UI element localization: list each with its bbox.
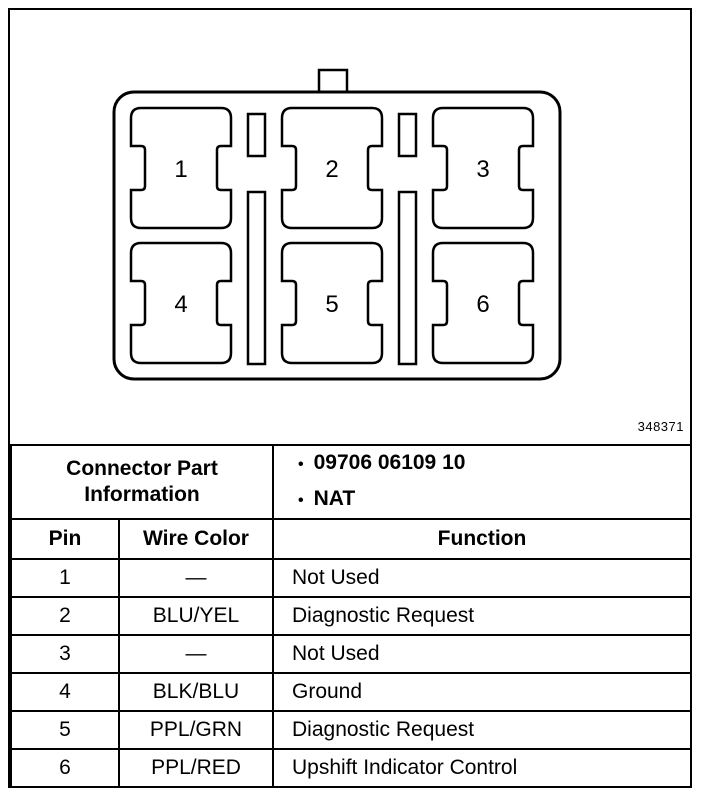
function-cell: Not Used <box>272 558 692 598</box>
pin-cavity-6 <box>431 241 535 365</box>
header-pin: Pin <box>10 518 120 560</box>
connector-part-number: 09706 06109 10 <box>314 446 690 482</box>
wire-color-cell: PPL/GRN <box>118 710 274 750</box>
wire-color-cell: BLU/YEL <box>118 596 274 636</box>
table-row: 6 PPL/RED Upshift Indicator Control <box>10 748 692 788</box>
function-cell: Diagnostic Request <box>272 710 692 750</box>
table-row: 5 PPL/GRN Diagnostic Request <box>10 710 692 750</box>
pin-cavity-2 <box>280 106 384 230</box>
pin-number-label: 4 <box>174 291 187 318</box>
pin-cell: 3 <box>10 634 120 674</box>
function-cell: Upshift Indicator Control <box>272 748 692 788</box>
connector-part-label: Connector Part Information <box>10 444 274 520</box>
pin-number-label: 6 <box>476 291 489 318</box>
connector-part-values: 09706 06109 10 NAT <box>272 444 692 520</box>
wire-color-cell: BLK/BLU <box>118 672 274 712</box>
pin-number-label: 3 <box>476 156 489 183</box>
connector-info-table: Connector Part Information 09706 06109 1… <box>10 444 692 788</box>
connector-part-row: Connector Part Information 09706 06109 1… <box>10 444 692 520</box>
pin-cell: 5 <box>10 710 120 750</box>
pin-number-label: 2 <box>325 156 338 183</box>
connector-lock-tab <box>317 68 349 94</box>
function-cell: Diagnostic Request <box>272 596 692 636</box>
connector-part-color: NAT <box>314 482 690 518</box>
table-row: 4 BLK/BLU Ground <box>10 672 692 712</box>
pin-cavity-5 <box>280 241 384 365</box>
table-row: 1 — Not Used <box>10 558 692 598</box>
pin-cavity-4 <box>129 241 233 365</box>
table-row: 2 BLU/YEL Diagnostic Request <box>10 596 692 636</box>
connector-part-label-line2: Information <box>84 483 200 506</box>
wire-color-cell: — <box>118 558 274 598</box>
pin-number-label: 1 <box>174 156 187 183</box>
pin-cell: 4 <box>10 672 120 712</box>
table-row: 3 — Not Used <box>10 634 692 674</box>
wire-color-cell: PPL/RED <box>118 748 274 788</box>
connector-diagram: 1 2 3 4 5 6 348371 <box>10 10 690 444</box>
function-cell: Not Used <box>272 634 692 674</box>
pin-cavity-1 <box>129 106 233 230</box>
wire-color-cell: — <box>118 634 274 674</box>
function-cell: Ground <box>272 672 692 712</box>
pin-cell: 1 <box>10 558 120 598</box>
pin-cavity-3 <box>431 106 535 230</box>
pin-number-label: 5 <box>325 291 338 318</box>
pin-cell: 2 <box>10 596 120 636</box>
header-wire-color: Wire Color <box>118 518 274 560</box>
connector-part-label-line1: Connector Part <box>66 457 218 480</box>
diagram-id-label: 348371 <box>637 419 684 434</box>
table-header-row: Pin Wire Color Function <box>10 518 692 560</box>
keying-slot-upper-left <box>246 112 267 158</box>
keying-slot-lower-left <box>246 190 267 366</box>
pin-cell: 6 <box>10 748 120 788</box>
keying-slot-upper-right <box>397 112 418 158</box>
header-function: Function <box>272 518 692 560</box>
keying-slot-lower-right <box>397 190 418 366</box>
connector-face-drawing: 1 2 3 4 5 6 <box>112 68 562 381</box>
